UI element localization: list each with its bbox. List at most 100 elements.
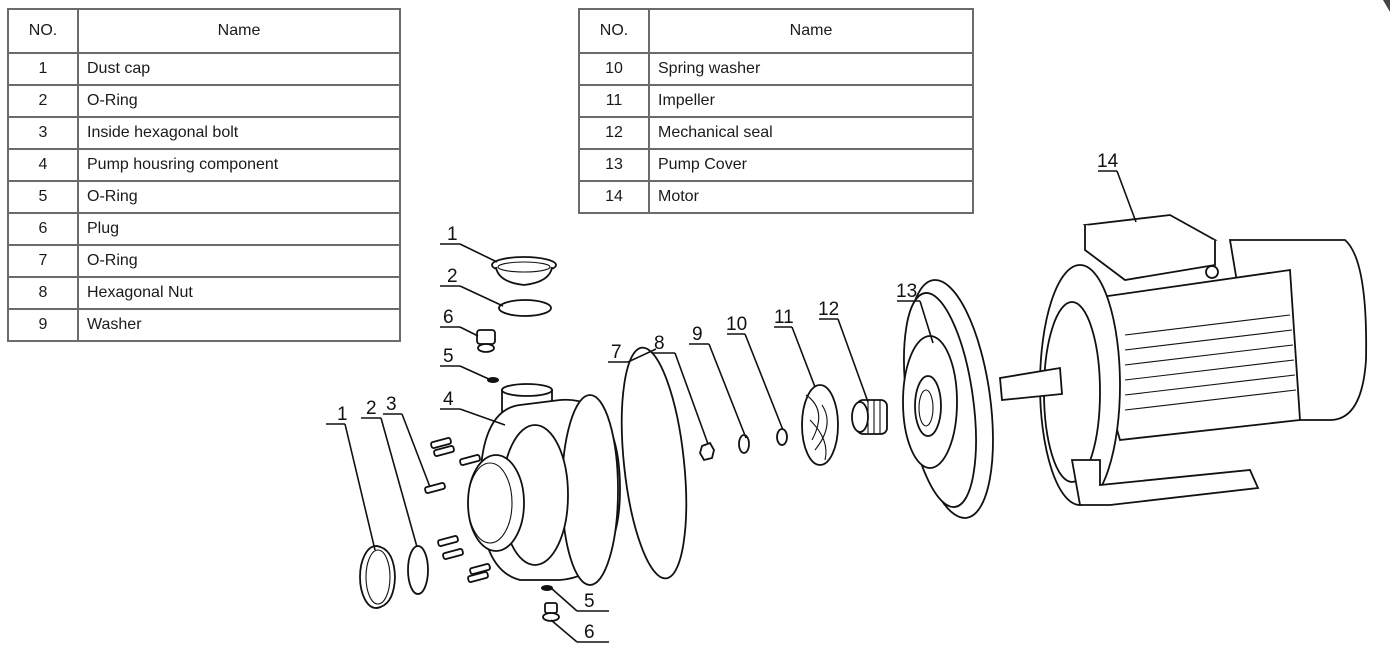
header-name: Name — [648, 8, 974, 54]
callout-leader-line — [837, 318, 869, 403]
part-name: Plug — [77, 212, 401, 246]
part-number: 9 — [7, 308, 79, 342]
callout-leader-line — [459, 243, 498, 263]
bolts-part — [424, 437, 491, 583]
impeller-part — [801, 384, 839, 466]
callout-motor: 14 — [1097, 151, 1137, 223]
part-name: Washer — [77, 308, 401, 342]
callout-number: 1 — [447, 224, 458, 245]
callout-number: 11 — [774, 307, 794, 328]
callout-leader-line — [344, 423, 376, 551]
part-name: Inside hexagonal bolt — [77, 116, 401, 150]
corner-mark — [1383, 0, 1390, 12]
callout-leader-line — [744, 333, 784, 431]
callout-number: 5 — [443, 346, 454, 367]
callout-dust-cap-top: 1 — [440, 224, 498, 263]
dust-cap-front-part — [359, 545, 396, 609]
callout-number: 13 — [896, 281, 917, 302]
pump-housing-part — [467, 383, 621, 586]
part-number: 6 — [7, 212, 79, 246]
callout-dust-cap-front: 1 — [326, 404, 376, 551]
part-name: Dust cap — [77, 52, 401, 86]
part-name: Pump housring component — [77, 148, 401, 182]
part-name: O-Ring — [77, 180, 401, 214]
header-no: NO. — [578, 8, 650, 54]
header-name: Name — [77, 8, 401, 54]
callout-bolts: 3 — [383, 394, 431, 488]
callout-leader-line — [627, 348, 657, 363]
callout-pump-housing: 4 — [440, 389, 506, 426]
callout-number: 2 — [366, 398, 377, 419]
plug-bottom-part — [542, 602, 560, 622]
callout-leader-line — [459, 408, 506, 426]
part-name: Motor — [648, 180, 974, 214]
callout-leader-line — [919, 300, 934, 344]
callout-impeller: 11 — [774, 307, 816, 388]
callout-leader-line — [459, 365, 492, 381]
part-number: 1 — [7, 52, 79, 86]
part-number: 8 — [7, 276, 79, 310]
callout-leader-line — [791, 326, 816, 388]
header-no: NO. — [7, 8, 79, 54]
part-number: 5 — [7, 180, 79, 214]
part-number: 4 — [7, 148, 79, 182]
callout-leader-line — [459, 285, 504, 307]
callout-plug-top: 6 — [440, 307, 479, 337]
pump-cover-part — [902, 279, 994, 519]
o-ring-top-part — [498, 299, 552, 317]
callout-leader-line — [550, 619, 578, 643]
hex-nut-part — [699, 441, 715, 462]
callout-washer: 9 — [689, 324, 747, 439]
part-number: 3 — [7, 116, 79, 150]
callout-leader-line — [459, 326, 479, 337]
motor-part — [999, 214, 1368, 506]
callout-number: 5 — [584, 591, 595, 612]
callout-leader-line — [1116, 170, 1137, 223]
callout-mechanical-seal: 12 — [818, 299, 869, 403]
callout-leader-line — [708, 343, 747, 439]
callout-leader-line — [401, 413, 431, 488]
callout-leader-line — [550, 587, 578, 612]
callout-o-ring-small-bottom: 5 — [550, 587, 609, 612]
callout-o-ring-large: 7 — [608, 342, 657, 363]
part-number: 11 — [578, 84, 650, 118]
plug-top-part — [476, 329, 496, 353]
callout-pump-cover: 13 — [896, 281, 934, 344]
callout-number: 9 — [692, 324, 703, 345]
o-ring-large-part — [620, 346, 688, 580]
part-name: Spring washer — [648, 52, 974, 86]
o-ring-small-bottom-part — [541, 585, 553, 591]
part-number: 12 — [578, 116, 650, 150]
callout-o-ring-front: 2 — [361, 398, 418, 548]
o-ring-small-top-part — [487, 377, 499, 383]
mechanical-seal-part — [851, 399, 888, 435]
part-number: 14 — [578, 180, 650, 214]
callout-o-ring-small-top: 5 — [440, 346, 492, 381]
spring-washer-part — [776, 428, 788, 446]
callout-number: 10 — [726, 314, 747, 335]
callout-number: 14 — [1097, 151, 1119, 172]
part-name: Hexagonal Nut — [77, 276, 401, 310]
callout-number: 7 — [611, 342, 622, 363]
dust-cap-top-part — [491, 256, 557, 286]
table-header-row: NO. Name — [578, 8, 974, 54]
callout-o-ring-top: 2 — [440, 266, 504, 307]
part-name: O-Ring — [77, 84, 401, 118]
callout-number: 12 — [818, 299, 839, 320]
callout-hex-nut: 8 — [652, 333, 709, 445]
part-name: Mechanical seal — [648, 116, 974, 150]
